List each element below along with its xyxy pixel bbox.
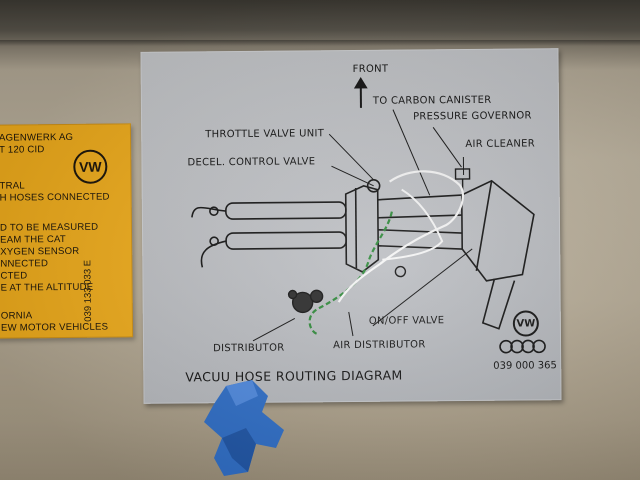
audi-rings-icon [499,339,546,354]
intake-runners [191,201,347,268]
on-off-valve-label: ON/OFF VALVE [368,315,445,327]
on-off-valve-icon [394,265,407,278]
distributor-icon [287,289,324,314]
emission-label-line: E AT THE ALTITUDE [0,281,94,294]
leader-lines [252,109,473,342]
throttle-body [344,179,381,273]
decel-valve-label: DECEL. CONTROL VALVE [187,156,316,169]
engine-diagram [191,76,535,342]
pressure-governor-label: PRESSURE GOVERNOR [413,110,532,123]
front-label: FRONT [352,63,389,75]
emission-label-line: XYGEN SENSOR [0,245,80,258]
emission-label-line: H HOSES CONNECTED [0,191,110,204]
distributor-label: DISTRIBUTOR [213,342,285,355]
emission-label-line: NNECTED [0,258,49,270]
emission-label-line: ORNIA [0,310,33,322]
emission-label-line: EW MOTOR VEHICLES [0,321,109,334]
vw-logo-icon: VW [512,310,539,337]
blue-tape [204,380,284,476]
carbon-canister-label: TO CARBON CANISTER [372,94,492,107]
intake-tubes [377,194,463,250]
white-hose-line [382,188,444,261]
emission-label-line: CTED [0,270,28,282]
emission-label: AGENWERK AG T 120 CID TRAL H HOSES CONNE… [0,123,134,339]
emission-label-line: TRAL [0,180,25,192]
part-number: 039 000 365 [493,360,557,372]
emission-label-line: T 120 CID [0,144,45,156]
vacuum-diagram-label: FRONT TO CARBON CANISTER PRESSURE GOVERN… [140,48,562,404]
vw-logo-icon: VW [73,149,108,184]
panel-seam [0,40,640,46]
emission-label-line: EAM THE CAT [0,233,66,246]
emission-label-line: D TO BE MEASURED [0,221,99,234]
air-cleaner-housing [460,179,535,330]
air-cleaner-label: AIR CLEANER [465,138,536,150]
white-hose-line [337,170,464,303]
emission-label-line: AGENWERK AG [0,131,74,144]
throttle-valve-label: THROTTLE VALVE UNIT [205,128,325,141]
emission-label-code: 039 133 033 E [82,259,94,322]
air-distributor-label: AIR DISTRIBUTOR [332,339,426,352]
front-arrow-icon [353,76,368,108]
